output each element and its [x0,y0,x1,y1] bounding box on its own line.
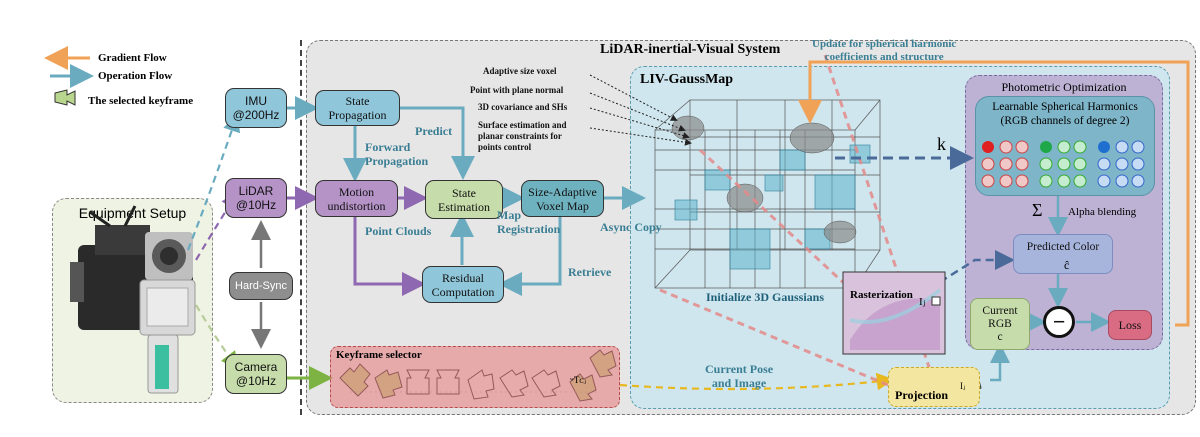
annotation-adaptive-voxel: Adaptive size voxel [483,66,557,76]
keyframe-selector-panel [330,346,620,408]
sigma-symbol: Σ [1032,200,1043,220]
rasterization-symbol: Iⱼ [919,296,926,308]
hardsync-box: Hard-Sync [229,272,293,300]
predicted-color-box: Predicted Color [1013,234,1113,274]
current-rgb-box: Current RGB c [970,298,1030,350]
k-label: k [937,134,946,154]
shs-title: Learnable Spherical Harmonics (RGB chann… [992,101,1138,127]
photometric-title: Photometric Optimization [1001,80,1127,94]
keyframe-selector-title: Keyframe selector [336,349,422,361]
motion-undistortion-box: Motion undistortion [315,180,398,217]
async-copy-label: Async Copy [600,220,662,234]
keyframe-legend-icon [54,89,76,106]
voxel-fill-cubes [674,144,871,270]
gaussian-ellipses [671,115,857,244]
c-hat-label: ĉ [1064,258,1070,272]
equipment-device-icon [70,205,196,394]
rasterization-title: Rasterization [850,289,913,301]
rasterization-image [842,271,946,355]
legend-graphics [44,46,94,106]
predicted-color-label: Predicted Color [1026,241,1100,253]
keyframe-pose-label: ʷTᴄⱼ [570,375,587,385]
liv-system-title: LiDAR-inertial-Visual System [600,42,781,57]
update-sh-label: Update for spherical harmonic coefficien… [812,38,957,63]
annotation-covariance-shs: 3D covariance and SHs [478,102,568,112]
projection-panel [888,367,980,407]
state-propagation-box: State Propagation [315,90,400,126]
sh-basis-icons [981,140,1145,188]
liv-gaussmap-title: LIV-GaussMap [640,72,734,87]
projection-title: Projection [895,388,949,402]
lidar-box: LiDAR @10Hz [225,178,287,218]
voxel-map-box: Size-Adaptive Voxel Map [521,180,604,217]
forward-propagation-label: Forward Propagation [365,140,429,168]
annotation-surface-estimation: Surface estimation and planar constraint… [478,120,567,152]
legend-keyframe-label: The selected keyframe [88,95,194,107]
camera-box: Camera @10Hz [225,354,287,394]
projection-symbol: Iⱼ [960,381,966,391]
predict-label: Predict [415,124,453,138]
retrieve-label: Retrieve [568,265,612,279]
state-estimation-box: State Estimation [425,180,503,219]
loss-box: Loss [1108,310,1152,340]
annotation-plane-normal: Point with plane normal [470,85,564,95]
legend-operation-label: Operation Flow [98,70,173,82]
current-pose-label: Current Pose and Image [705,362,774,390]
point-clouds-label: Point Clouds [365,224,432,238]
subtract-operator: − [1043,306,1075,338]
separator-line [300,40,302,415]
imu-box: IMU @200Hz [225,88,287,128]
residual-computation-box: Residual Computation [422,266,504,303]
alpha-blending-label: Alpha blending [1068,206,1137,218]
initialize-gaussians-label: Initialize 3D Gaussians [706,290,825,304]
legend-gradient-label: Gradient Flow [98,52,167,64]
map-registration-label: Map Registration [497,208,561,236]
